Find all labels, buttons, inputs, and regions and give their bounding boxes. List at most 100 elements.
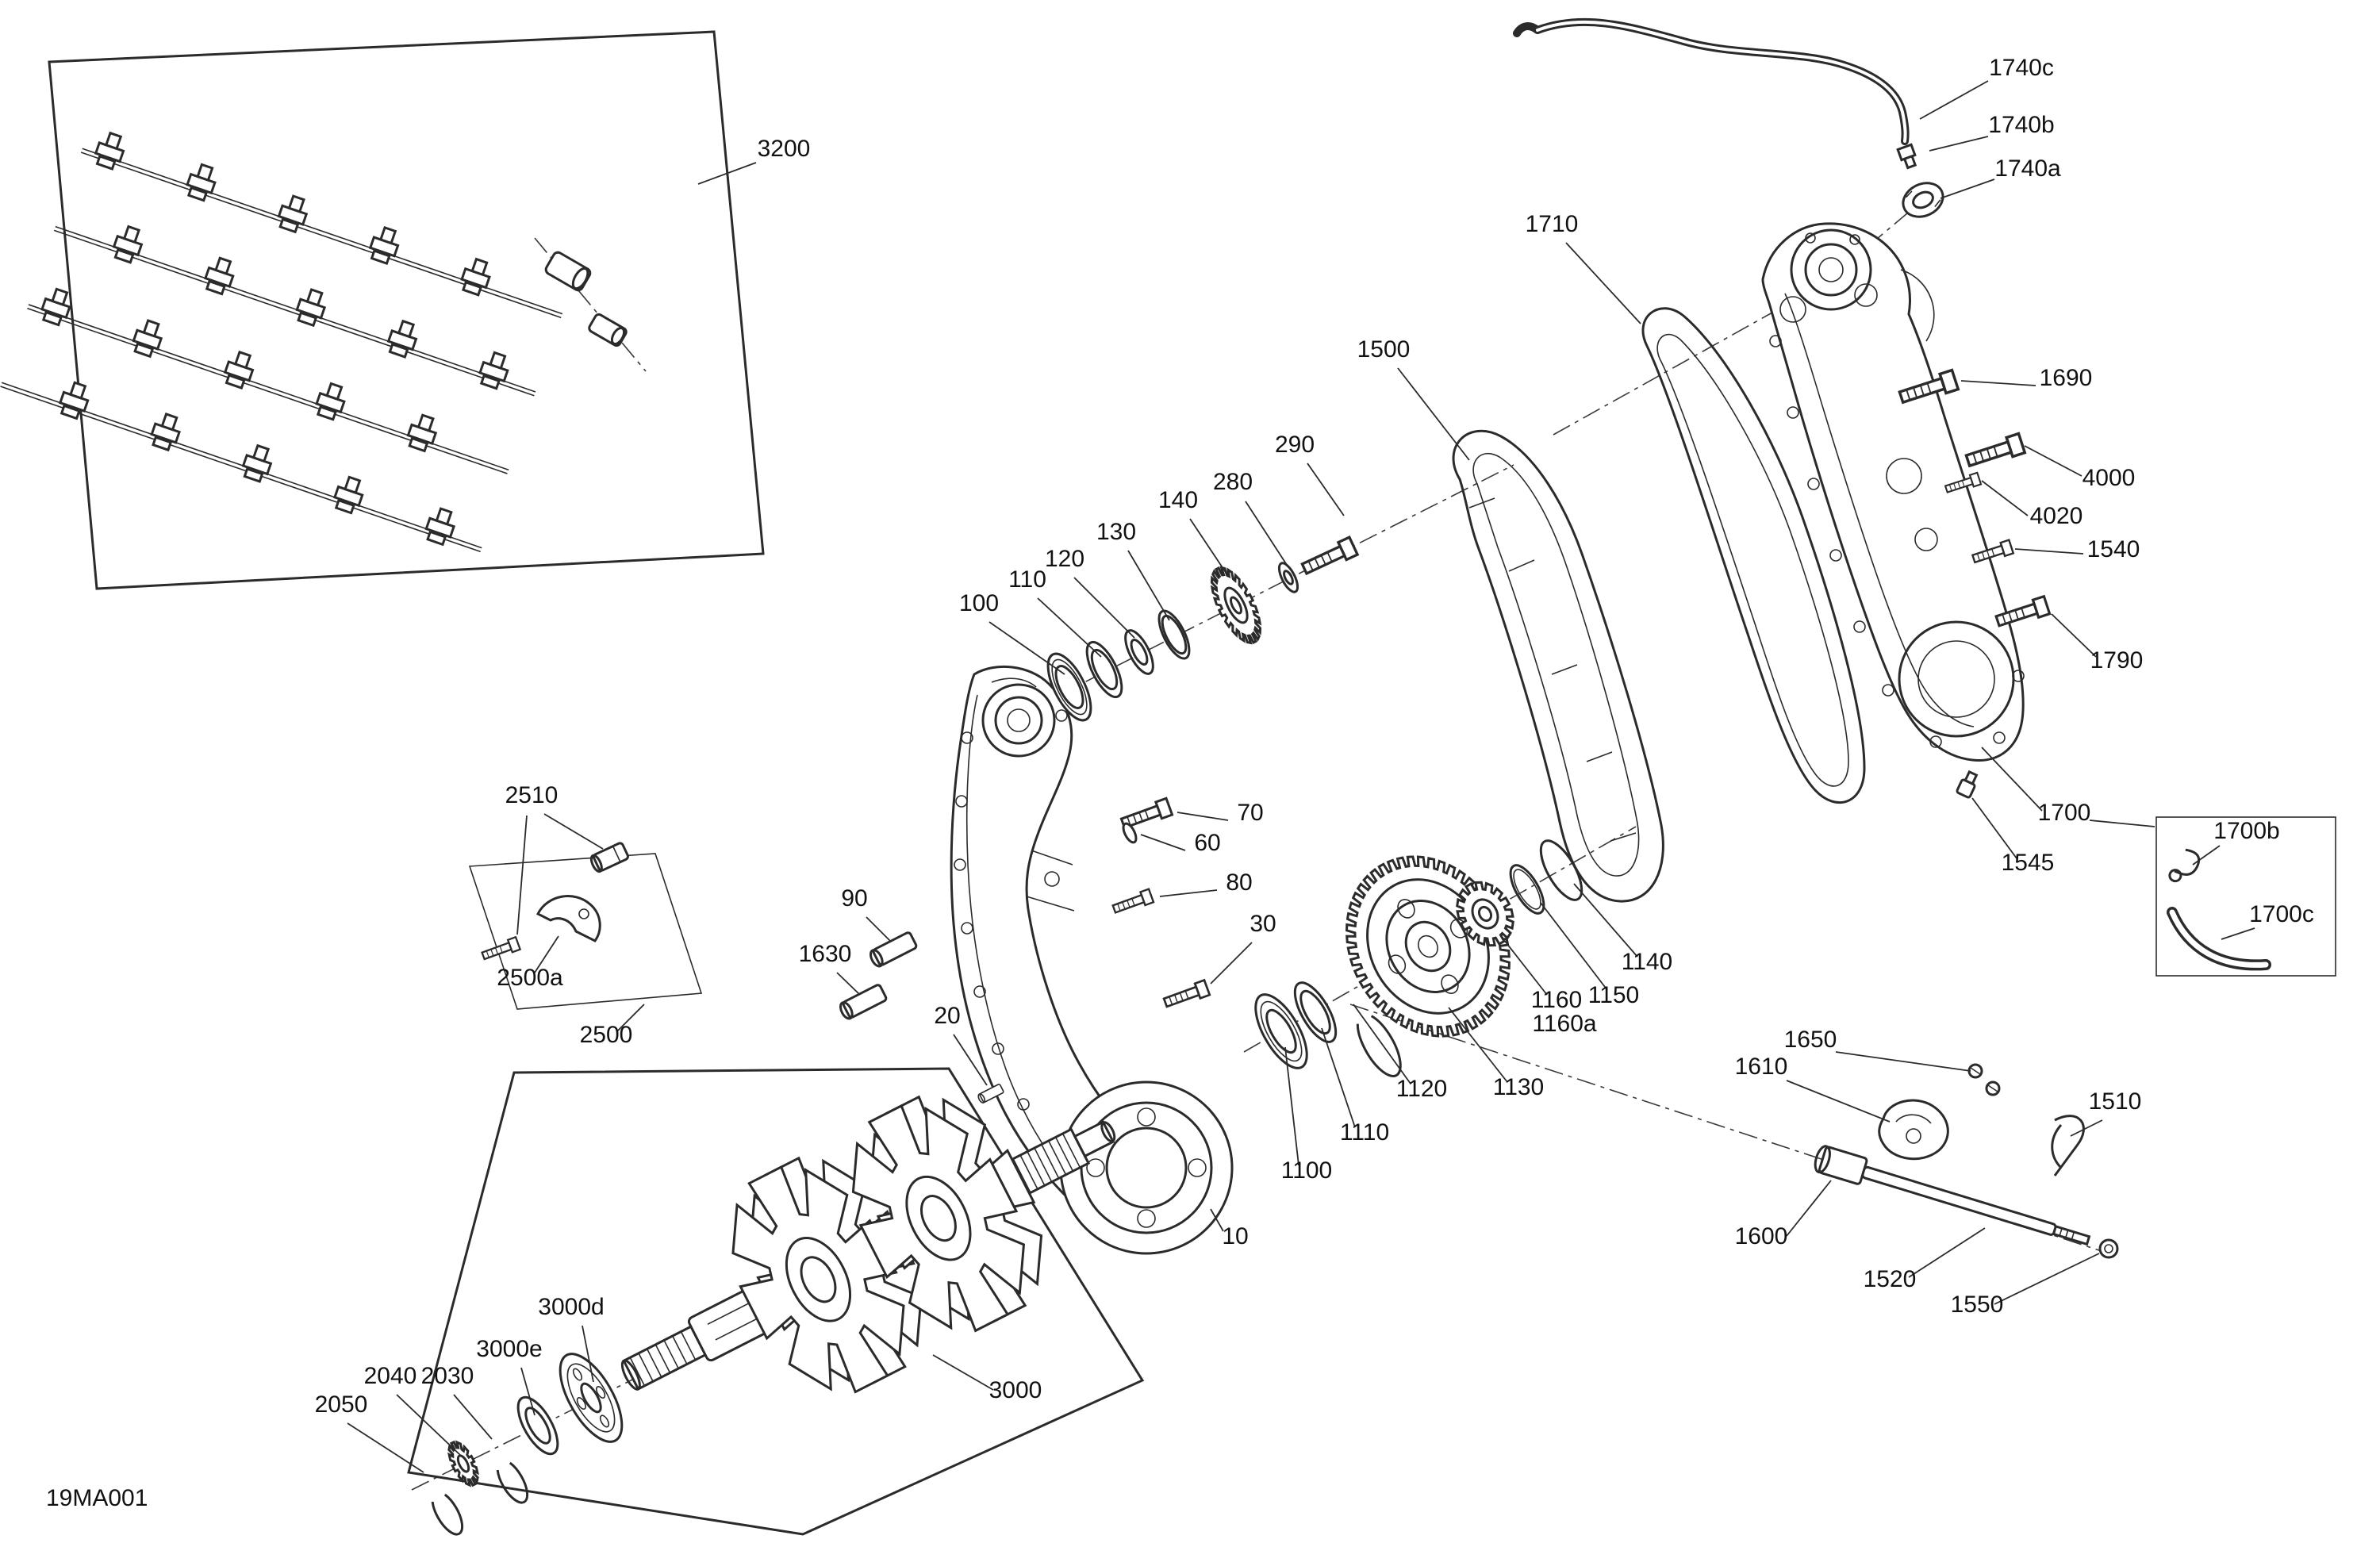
leader-line [1397,367,1470,461]
part-label-280: 280 [1213,469,1253,495]
leader-line [1307,463,1345,516]
bearing-1100 [1254,993,1308,1069]
part-label-1700c: 1700c [2249,901,2314,927]
track-lug [91,129,129,172]
track-roller [544,251,592,292]
part-label-3000e: 3000e [476,1336,542,1362]
part-label-1550: 1550 [1951,1292,2004,1318]
part-label-3000: 3000 [989,1377,1042,1403]
fitting-1740b [1896,143,1917,170]
leader-line [697,162,757,185]
snap-ring-2050 [431,1493,464,1536]
part-label-1140: 1140 [1622,949,1673,975]
part-label-80: 80 [1226,869,1252,896]
leader-line [2024,445,2082,477]
part-label-1740b: 1740b [1988,112,2054,138]
ring-1110 [1293,981,1338,1043]
leader-line [1073,577,1135,639]
gasket-1710 [1641,307,1866,804]
bearing-2040 [443,1437,484,1489]
leader-line [1448,1007,1508,1083]
gear-cluster [1254,827,1583,1077]
part-label-1520: 1520 [1864,1266,1917,1292]
leader-line [1786,1080,1891,1123]
shift-linkage [1814,1063,2119,1259]
leader-line [2070,1119,2103,1137]
part-label-1740c: 1740c [1989,55,2054,81]
flange-3000d [559,1353,624,1443]
track-lug [129,317,167,359]
part-label-70: 70 [1237,800,1263,826]
part-label-140: 140 [1158,487,1198,513]
part-label-2040: 2040 [364,1363,417,1389]
part-label-30: 30 [1250,911,1276,937]
track-lug [221,348,259,391]
shift-fork-1610 [1878,1099,1949,1161]
dowel-90 [866,930,919,969]
part-label-1740a: 1740a [1994,155,2061,182]
leader-line [1908,1227,1986,1278]
ring-120 [1124,629,1154,675]
track-lug [475,349,513,392]
shift-rod-1600 [1814,1145,2091,1246]
grommet-1740a [1902,182,1944,218]
leader-line [1919,80,1989,120]
part-label-1700b: 1700b [2213,818,2279,844]
dowel-1630 [836,982,889,1022]
leader-line [1786,1180,1832,1237]
part-label-1500: 1500 [1357,336,1411,363]
part-label-290: 290 [1275,432,1315,458]
part-label-3000d: 3000d [538,1294,604,1320]
part-label-4000: 4000 [2082,465,2136,491]
track-lug [404,411,441,454]
leader-line [1971,797,2017,859]
part-label-10: 10 [1222,1223,1248,1249]
leader-line [2051,613,2097,658]
leader-line [1929,136,1989,152]
part-label-2050: 2050 [315,1391,368,1418]
housing-upper-bore [981,683,1056,758]
ring-110 [1085,640,1123,699]
part-label-1540: 1540 [2087,536,2140,562]
part-label-1650: 1650 [1784,1027,1837,1053]
leader-line [2192,845,2221,866]
bracket-2500 [468,842,703,1010]
track-lug [182,160,221,204]
part-label-1700: 1700 [2038,800,2091,826]
track-lug [239,442,277,485]
leader-line [582,1325,594,1383]
hub-gear-1160 [1446,872,1524,955]
inset-box-1700 [2155,816,2336,977]
gear-1130 [1315,827,1541,1066]
part-label-2510: 2510 [505,782,559,808]
drive-sprocket [701,1134,954,1417]
part-label-1160: 1160 [1531,987,1583,1013]
track-lug [201,254,239,297]
cover-fasteners [1896,368,2052,799]
leader-line [516,815,528,935]
leader-line [1210,1208,1224,1232]
clip-1700b [2168,848,2201,883]
leader-line [2089,819,2155,827]
leader-line [396,1394,461,1456]
nut-1550 [2098,1238,2119,1259]
part-label-1545: 1545 [2002,850,2055,876]
leader-line [1565,242,1641,324]
part-label-20: 20 [934,1003,960,1029]
leader-line [2014,548,2084,555]
leader-line [836,972,861,996]
leader-line [347,1422,424,1473]
leader-line [953,1034,988,1086]
snap-ring-2030 [496,1461,529,1504]
part-label-1690: 1690 [2040,365,2093,391]
leader-line [1037,597,1102,658]
leader-line [1540,902,1608,991]
track-roller [588,313,628,347]
track-assembly-3200 [0,30,765,590]
leader-line [1960,380,2036,386]
leader-line [1500,935,1548,996]
track-drive-axle-3000 [407,1067,1145,1536]
leader-line [616,1004,645,1032]
part-label-1160a: 1160a [1532,1011,1597,1037]
